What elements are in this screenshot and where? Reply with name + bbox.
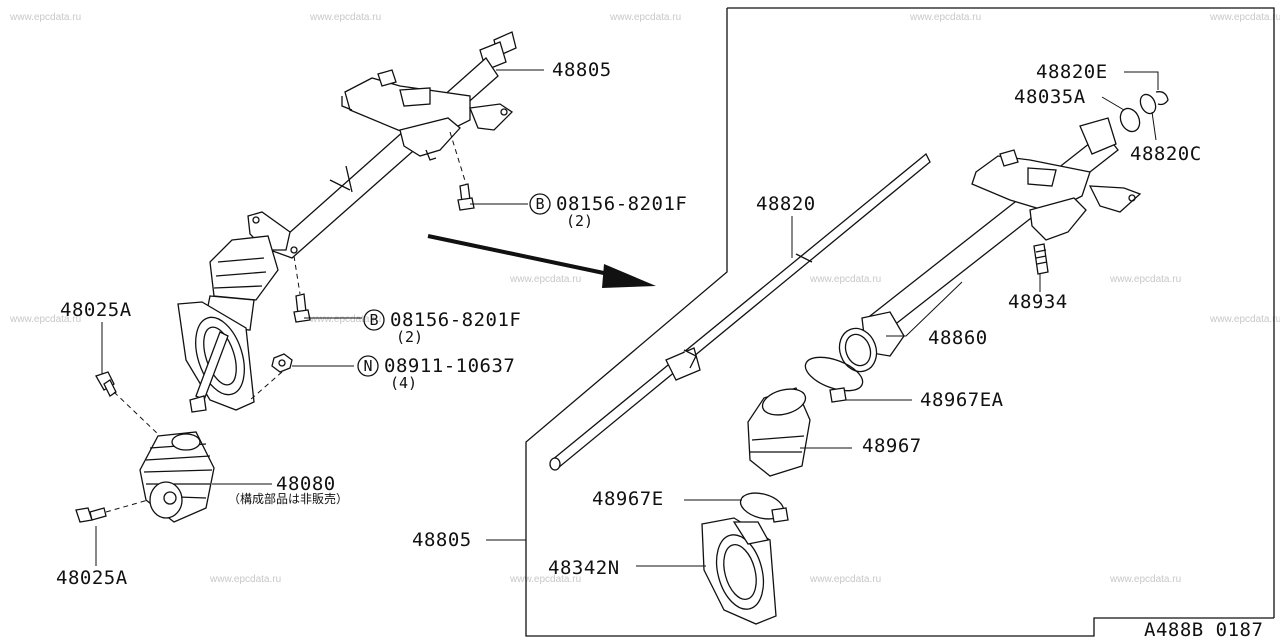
label-48967: 48967	[862, 435, 922, 457]
circle-b-label-2: B	[369, 311, 378, 329]
label-nut-n-qty: (4)	[390, 374, 417, 392]
watermark: www.epcdata.ru	[1109, 574, 1181, 585]
label-48820: 48820	[756, 193, 816, 215]
watermark: www.epcdata.ru	[809, 274, 881, 285]
label-48080-note: （構成部品は非販売）	[228, 491, 348, 506]
watermark: www.epcdata.ru	[9, 314, 81, 325]
direction-arrow	[427, 234, 656, 288]
label-48967E: 48967E	[592, 488, 664, 510]
watermark: www.epcdata.ru	[509, 574, 581, 585]
circle-b-label: B	[535, 195, 544, 213]
exploded-view-frame	[525, 7, 1275, 637]
watermark: www.epcdata.ru	[1209, 314, 1280, 325]
label-48805-top: 48805	[552, 59, 612, 81]
watermark: www.epcdata.ru	[609, 12, 681, 23]
label-48860: 48860	[928, 327, 988, 349]
label-48035A: 48035A	[1014, 86, 1086, 108]
label-48967EA: 48967EA	[920, 389, 1004, 411]
bolt-b-marker-2	[363, 309, 385, 331]
watermark: www.epcdata.ru	[309, 12, 381, 23]
bolt-48934	[1033, 243, 1049, 275]
shaft-48820	[549, 152, 931, 471]
watermark: www.epcdata.ru	[9, 12, 81, 23]
label-bolt-b1-qty: (2)	[566, 212, 593, 230]
label-48934: 48934	[1008, 291, 1068, 313]
label-48342N: 48342N	[548, 557, 620, 579]
label-bolt-b2: 08156-8201F	[390, 309, 521, 331]
watermark: www.epcdata.ru	[309, 314, 381, 325]
callout-circles: B B N	[357, 193, 551, 377]
joint-48080	[75, 371, 215, 523]
watermark: www.epcdata.ru	[209, 574, 281, 585]
label-48025A-bottom: 48025A	[56, 567, 128, 589]
label-48820C: 48820C	[1130, 143, 1202, 165]
part-labels: 48805 08156-8201F (2) 08156-8201F (2) 08…	[56, 59, 1263, 640]
leader-lines	[95, 69, 1159, 567]
watermark: www.epcdata.ru	[1109, 274, 1181, 285]
seal-48967	[747, 387, 811, 477]
watermark: www.epcdata.ru	[909, 12, 981, 23]
label-48025A-top: 48025A	[60, 299, 132, 321]
label-bolt-b2-qty: (2)	[396, 328, 423, 346]
label-nut-n: 08911-10637	[384, 355, 515, 377]
label-48805-box: 48805	[412, 529, 472, 551]
label-bolt-b1: 08156-8201F	[556, 193, 687, 215]
label-48080: 48080	[276, 473, 336, 495]
steering-column-assembly-left	[177, 31, 517, 413]
label-48820E: 48820E	[1036, 61, 1108, 83]
bolt-b-marker	[529, 193, 551, 215]
small-parts-top-right	[1119, 91, 1169, 133]
circle-n-label: N	[363, 357, 372, 375]
watermark: www.epcdata.ru	[1209, 12, 1280, 23]
column-48860	[838, 117, 1142, 373]
page-code: A488B 0187	[1144, 619, 1263, 640]
clamp-48967E	[739, 492, 789, 523]
watermark: www.epcdata.ru	[809, 574, 881, 585]
nut-n-marker	[357, 355, 379, 377]
flange-48342N	[701, 517, 777, 625]
watermark-layer: www.epcdata.ru www.epcdata.ru www.epcdat…	[9, 12, 1280, 585]
watermark: www.epcdata.ru	[509, 274, 581, 285]
